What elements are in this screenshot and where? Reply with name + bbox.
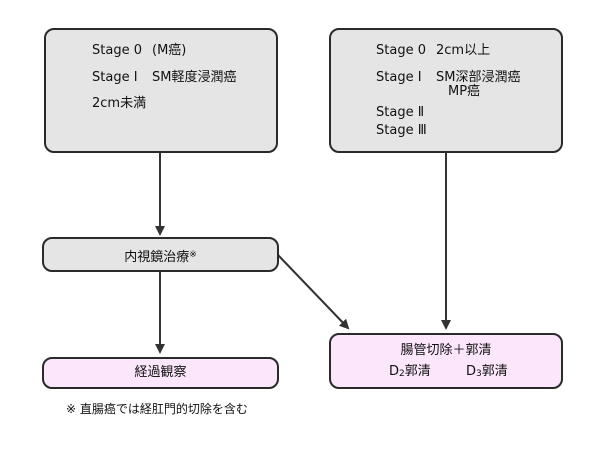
right-stage1: Stage Ⅰ (376, 70, 422, 85)
d3-prefix: D (466, 364, 477, 379)
surgery-box (329, 333, 563, 389)
endoscopy-note-mark: ※ (189, 250, 197, 260)
observation-box (42, 357, 279, 389)
surgery-d3: D3郭清 (466, 364, 508, 382)
d2-sub: 2 (399, 369, 405, 379)
endoscopy-box (42, 237, 279, 272)
stage-box-right (329, 28, 563, 153)
arrow-endoscopy-to-surgery (277, 254, 350, 330)
surgery-d2: D2郭清 (389, 364, 431, 382)
right-stage0-desc: 2cm以上 (436, 43, 491, 58)
left-stage1: Stage Ⅰ (92, 70, 138, 85)
right-stage0: Stage 0 (376, 43, 426, 58)
left-stage1-desc: SM軽度浸潤癌 (152, 70, 237, 85)
left-stage0-desc: (M癌) (152, 43, 187, 58)
right-stage2: Stage Ⅱ (376, 105, 425, 120)
d3-suffix: 郭清 (481, 364, 508, 379)
endoscopy-label-wrap: 内視鏡治療※ (42, 247, 279, 266)
right-stage1-desc: SM深部浸潤癌 (436, 70, 521, 85)
right-stage3: Stage Ⅲ (376, 123, 427, 138)
d3-sub: 3 (476, 369, 482, 379)
footnote: ※ 直腸癌では経肛門的切除を含む (66, 402, 248, 416)
left-size: 2cm未満 (92, 96, 147, 111)
endoscopy-label: 内視鏡治療 (124, 250, 190, 265)
surgery-label: 腸管切除＋郭清 (400, 343, 492, 358)
observation-label: 経過観察 (134, 365, 187, 380)
d2-suffix: 郭清 (404, 364, 431, 379)
left-stage0: Stage 0 (92, 43, 142, 58)
stage-box-left (44, 28, 278, 153)
right-stage1-desc2: MP癌 (448, 84, 481, 99)
d2-prefix: D (389, 364, 400, 379)
